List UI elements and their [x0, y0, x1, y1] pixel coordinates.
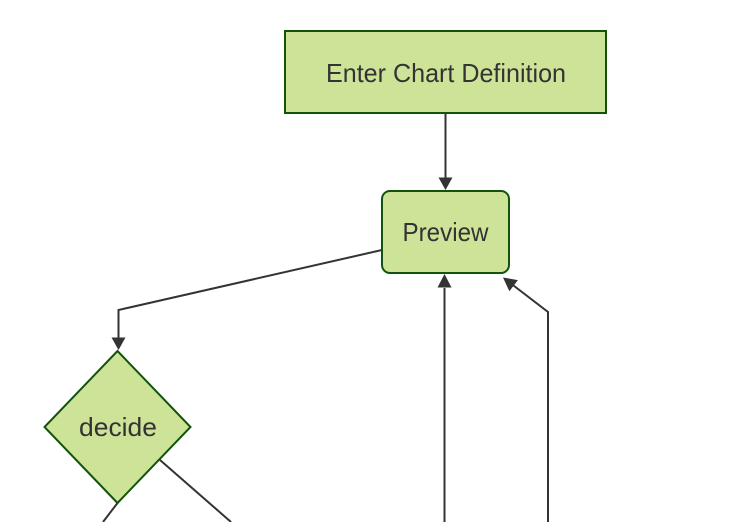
- node-decide-label: decide: [79, 412, 157, 442]
- node-preview-shape: [381, 190, 510, 274]
- node-decide-shape: [43, 349, 192, 505]
- node-enter-chart-definition: Enter Chart Definition: [284, 30, 607, 114]
- arrowhead-offscreen-right-to-preview: [503, 277, 518, 292]
- edge-offscreen-right-to-preview: [512, 284, 549, 522]
- node-preview-label: Preview: [403, 217, 489, 247]
- edge-preview-to-decide: [117, 249, 383, 338]
- edge-decide-to-offscreen-right: [159, 459, 232, 522]
- node-enter-chart-definition-shape: [284, 30, 607, 114]
- edge-decide-to-offscreen-left: [102, 502, 119, 522]
- edge-layer: [102, 113, 549, 522]
- arrowhead-offscreen-center-to-preview: [437, 274, 452, 288]
- arrowhead-preview-to-decide: [111, 337, 126, 350]
- node-preview: Preview: [381, 190, 510, 274]
- arrowhead-enter-to-preview: [438, 177, 453, 190]
- node-enter-chart-definition-label: Enter Chart Definition: [326, 58, 566, 88]
- node-decide: decide: [43, 349, 192, 505]
